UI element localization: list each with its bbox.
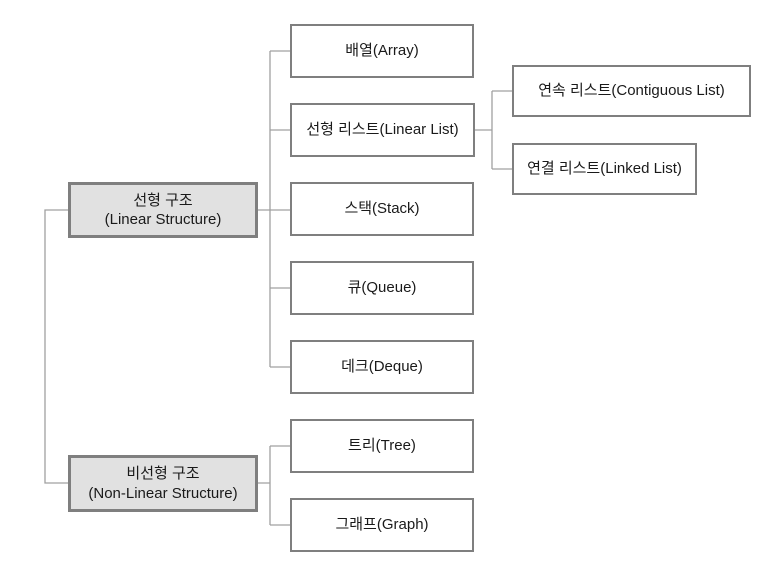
group-box-linear-structure: 선형 구조 (Linear Structure): [68, 182, 258, 238]
group-nonlinear-label-ko: 비선형 구조: [126, 465, 200, 482]
node-queue-label: 큐(Queue): [347, 279, 417, 297]
node-array-label: 배열(Array): [345, 42, 419, 60]
node-linear-list-label: 선형 리스트(Linear List): [306, 121, 459, 139]
node-box-graph: 그래프(Graph): [290, 498, 474, 552]
group-linear-label-ko: 선형 구조: [133, 191, 193, 209]
node-contiguous-list-label: 연속 리스트(Contiguous List): [538, 82, 725, 100]
group-linear-label-en: (Linear Structure): [104, 211, 222, 228]
node-stack-label: 스택(Stack): [344, 200, 420, 218]
node-box-linked-list: 연결 리스트(Linked List): [512, 143, 697, 195]
node-box-deque: 데크(Deque): [290, 340, 474, 394]
node-box-stack: 스택(Stack): [290, 182, 474, 236]
node-graph-label: 그래프(Graph): [335, 516, 429, 534]
node-box-contiguous-list: 연속 리스트(Contiguous List): [512, 65, 751, 117]
group-box-nonlinear-structure: 비선형 구조 (Non-Linear Structure): [68, 455, 258, 512]
node-box-array: 배열(Array): [290, 24, 474, 78]
group-nonlinear-label-en: (Non-Linear Structure): [88, 484, 238, 502]
node-box-tree: 트리(Tree): [290, 419, 474, 473]
node-tree-label: 트리(Tree): [348, 437, 416, 455]
node-deque-label: 데크(Deque): [341, 358, 423, 376]
node-box-queue: 큐(Queue): [290, 261, 474, 315]
node-box-linear-list: 선형 리스트(Linear List): [290, 103, 475, 157]
node-linked-list-label: 연결 리스트(Linked List): [527, 160, 682, 178]
